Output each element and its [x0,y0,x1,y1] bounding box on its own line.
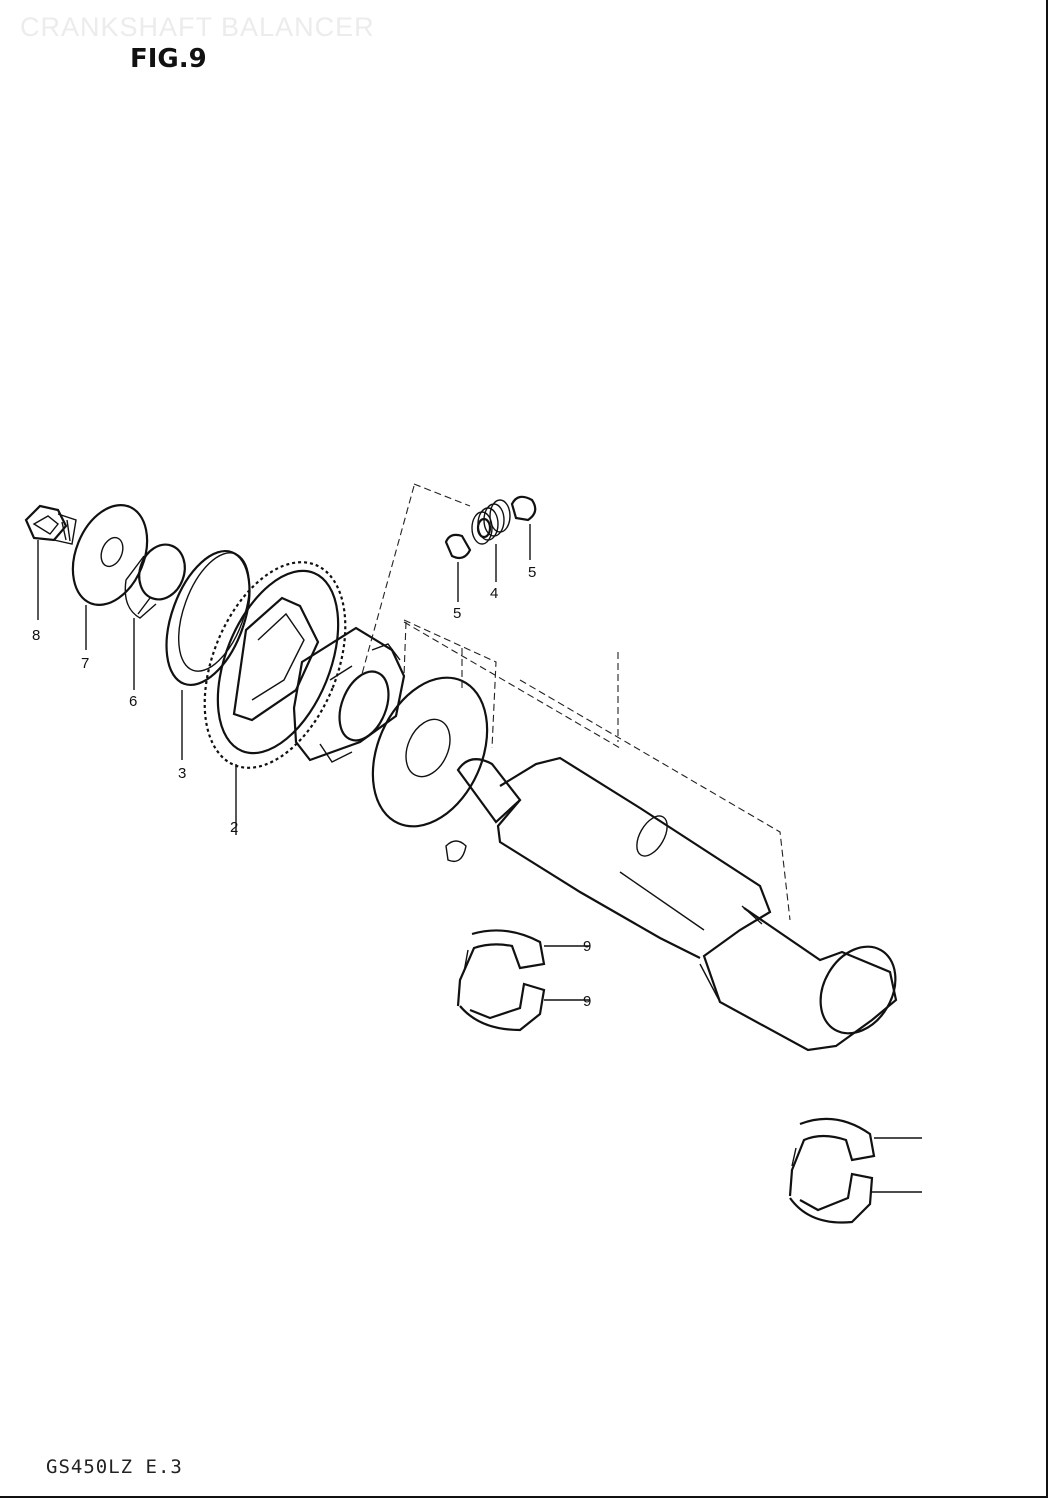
part-pin-right[interactable] [510,495,537,560]
callout-9-upper: 9 [583,938,591,955]
callout-6: 6 [129,693,137,710]
callout-3: 3 [178,765,186,782]
part-spacer[interactable] [124,538,192,690]
part-large-washer[interactable] [351,660,509,845]
figure-label: FIG.9 [130,44,207,74]
callout-5-right: 5 [528,564,536,581]
section-title: CRANKSHAFT BALANCER [20,12,375,42]
callout-4: 4 [490,585,498,602]
part-bearing-shells-upper[interactable] [456,929,590,1032]
model-code: GS450LZ E.3 [46,1456,183,1478]
part-spring[interactable] [471,499,511,582]
callout-9-lower: 9 [583,993,591,1010]
part-pin-left[interactable] [444,533,472,602]
part-washer[interactable] [59,494,161,650]
assembly-guide-lines [361,483,791,921]
callout-5-left: 5 [453,605,461,622]
part-bolt[interactable] [24,504,77,620]
part-thin-washer[interactable] [150,540,266,760]
callout-8: 8 [32,627,40,644]
part-gear[interactable] [177,542,373,835]
callout-7: 7 [81,655,89,672]
part-balancer-shaft[interactable] [445,756,910,1052]
part-damper-hub[interactable] [292,626,406,763]
part-bearing-shells-lower[interactable] [788,1117,922,1224]
callout-2: 2 [230,819,238,836]
